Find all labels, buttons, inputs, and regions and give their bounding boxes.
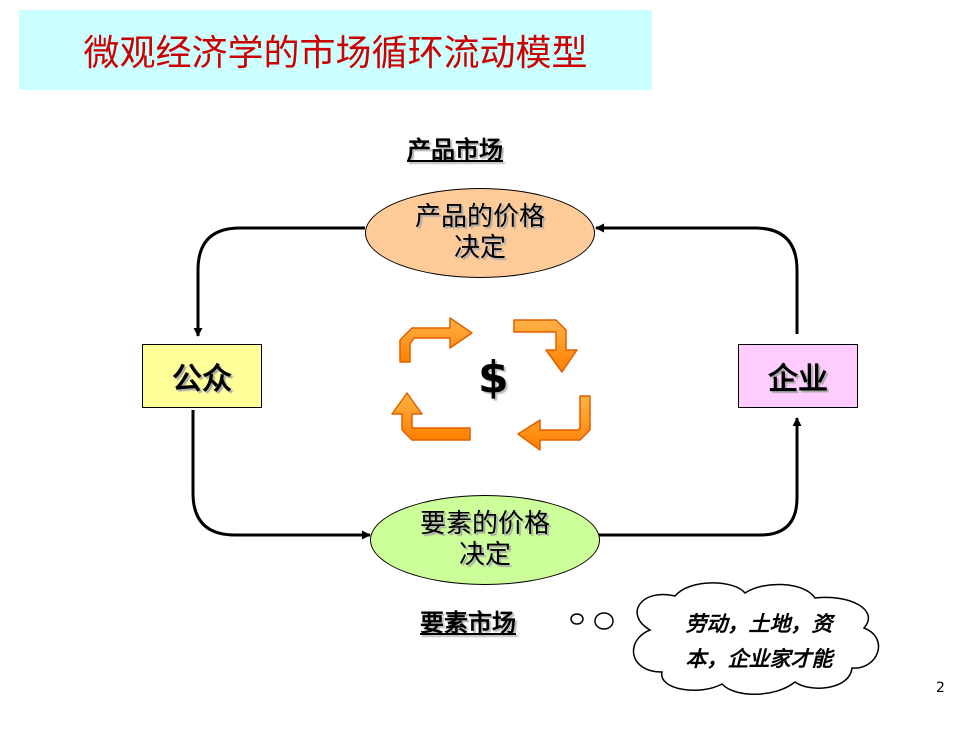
factor-price-line1: 要素的价格 [419,508,550,539]
page-number: 2 [936,680,945,696]
household-box: 公众 [142,344,262,408]
flow-arrow-goods-to-household [193,226,365,337]
dollar-symbol: $ [478,352,509,403]
product-price-line2: 决定 [453,233,506,263]
callout-line2: 本，企业家才能 [685,645,833,671]
page-title: 微观经济学的市场循环流动模型 [83,33,588,74]
circular-flow-arrows-icon [391,317,591,451]
thought-bubble [570,582,880,695]
product-price-node: 产品的价格 决定 [365,188,595,278]
product-price-line1: 产品的价格 [414,201,545,232]
factors-callout-text: 劳动，土地，资 本，企业家才能 [650,607,868,676]
callout-line1: 劳动，土地，资 [685,611,833,636]
factor-price-node: 要素的价格 决定 [370,495,600,585]
flow-arrow-firm-to-goods [595,223,799,334]
firm-box: 企业 [738,344,858,408]
product-market-label: 产品市场 [407,136,503,164]
factor-price-line2: 决定 [458,540,511,570]
title-banner: 微观经济学的市场循环流动模型 [19,10,652,90]
flow-arrow-factors-to-firm [598,417,802,537]
factor-market-label: 要素市场 [420,609,516,637]
flow-arrow-household-to-factors [191,410,371,540]
